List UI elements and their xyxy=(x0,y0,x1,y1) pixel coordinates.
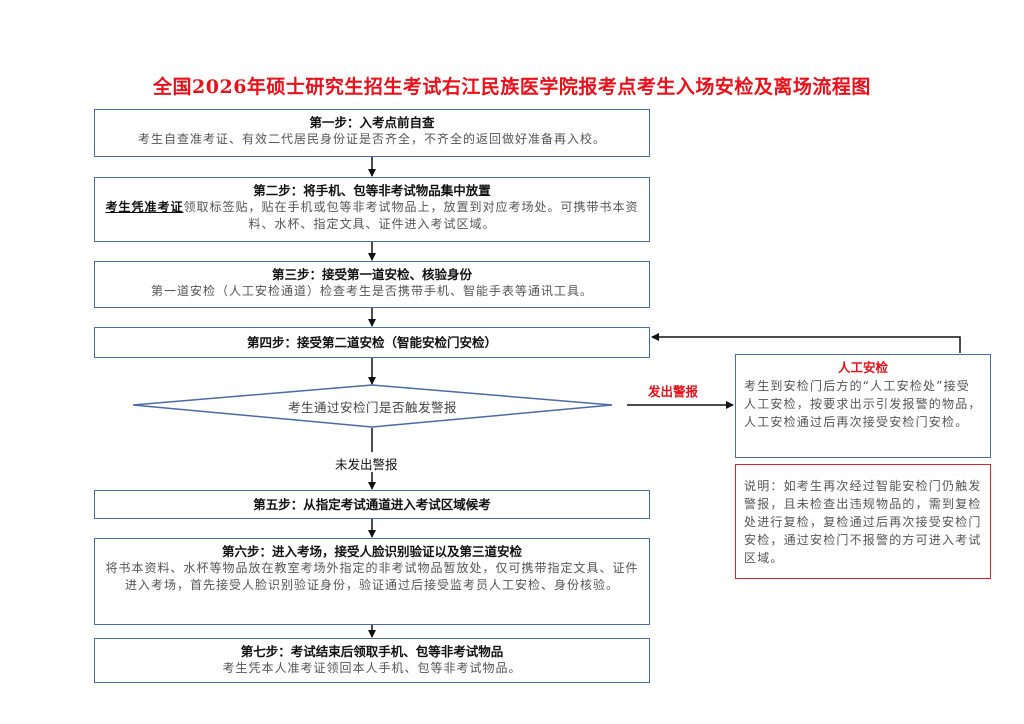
step-5: 第五步：从指定考试通道进入考试区域候考 xyxy=(94,490,650,519)
arrow-feedback xyxy=(651,333,961,353)
note-text: 说明：如考生再次经过智能安检门仍触发警报，且未检查出违规物品的，需到复检处进行复… xyxy=(744,479,982,565)
step-7: 第七步：考试结束后领取手机、包等非考试物品 考生凭本人准考证领回本人手机、包等非… xyxy=(94,638,650,683)
step-body: 领取标签贴，贴在手机或包等非考试物品上，放置到对应考场处。可携带书本资料、水杯、… xyxy=(183,200,639,231)
step-heading: 第四步：接受第二道安检（智能安检门安检） xyxy=(246,335,497,350)
no-alarm-label: 未发出警报 xyxy=(335,457,398,472)
decision-diamond xyxy=(132,384,613,428)
decision-text: 考生通过安检门是否触发警报 xyxy=(287,400,457,415)
step-4: 第四步：接受第二道安检（智能安检门安检） xyxy=(94,327,650,358)
manual-check-box: 人工安检 考生到安检门后方的“人工安检处”接受人工安检，按要求出示引发报警的物品… xyxy=(735,354,991,458)
manual-check-body: 考生到安检门后方的“人工安检处”接受人工安检，按要求出示引发报警的物品，人工安检… xyxy=(744,379,982,429)
step-body-underlined: 考生凭准考证 xyxy=(105,200,184,214)
step-body: 考生凭本人准考证领回本人手机、包等非考试物品。 xyxy=(222,661,522,675)
step-heading: 第六步：进入考场，接受人脸识别验证以及第三道安检 xyxy=(221,544,522,559)
page-title: 全国2026年硕士研究生招生考试右江民族医学院报考点考生入场安检及离场流程图 xyxy=(153,76,871,98)
step-body: 第一道安检（人工安检通道）检查考生是否携带手机、智能手表等通讯工具。 xyxy=(150,284,593,298)
alarm-label: 发出警报 xyxy=(648,384,699,399)
note-box: 说明：如考生再次经过智能安检门仍触发警报，且未检查出违规物品的，需到复检处进行复… xyxy=(735,464,991,579)
manual-check-heading: 人工安检 xyxy=(837,360,888,375)
step-heading: 第五步：从指定考试通道进入考试区域候考 xyxy=(253,497,491,512)
step-heading: 第七步：考试结束后领取手机、包等非考试物品 xyxy=(240,644,504,659)
step-6: 第六步：进入考场，接受人脸识别验证以及第三道安检 将书本资料、水杯等物品放在教室… xyxy=(94,538,650,625)
step-heading: 第二步：将手机、包等非考试物品集中放置 xyxy=(253,183,491,198)
step-heading: 第三步：接受第一道安检、核验身份 xyxy=(271,267,472,282)
step-1: 第一步：入考点前自查 考生自查准考证、有效二代居民身份证是否齐全，不齐全的返回做… xyxy=(94,109,650,157)
step-body: 将书本资料、水杯等物品放在教室考场外指定的非考试物品暂放处，仅可携带指定文具、证… xyxy=(105,561,639,592)
step-2: 第二步：将手机、包等非考试物品集中放置 考生凭准考证领取标签贴，贴在手机或包等非… xyxy=(94,177,650,242)
step-body: 考生自查准考证、有效二代居民身份证是否齐全，不齐全的返回做好准备再入校。 xyxy=(137,132,606,146)
step-heading: 第一步：入考点前自查 xyxy=(309,115,435,130)
step-3: 第三步：接受第一道安检、核验身份 第一道安检（人工安检通道）检查考生是否携带手机… xyxy=(94,261,650,308)
